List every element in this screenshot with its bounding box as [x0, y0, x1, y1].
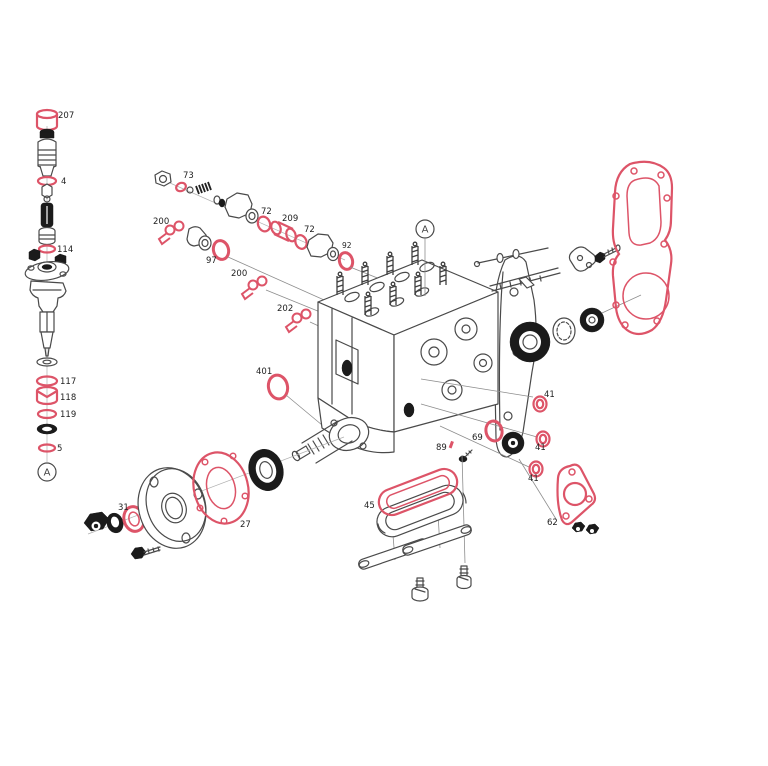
slotted-sleeve	[40, 202, 54, 228]
callout-209: 209	[282, 214, 298, 224]
retainer-bar-2	[402, 524, 472, 556]
oring-72b	[294, 234, 308, 250]
oring-92	[337, 251, 355, 271]
oring-97	[211, 239, 231, 261]
shim-119	[36, 408, 58, 420]
oring-401	[266, 373, 290, 401]
callout-200a: 200	[153, 217, 169, 227]
bearing-set	[509, 294, 642, 363]
screw-89	[458, 449, 473, 463]
callout-41a: 41	[544, 390, 555, 400]
nut-left	[28, 248, 41, 262]
flange-bolt	[130, 546, 161, 560]
banjo-bolt	[154, 170, 172, 187]
callout-117: 117	[60, 377, 76, 387]
screw-plug	[501, 431, 525, 455]
callout-118: 118	[60, 393, 76, 403]
nozzle-holder-lower	[29, 280, 67, 357]
marker-a-left: A	[37, 462, 57, 482]
oring-72a	[256, 215, 272, 233]
support-gasket-62	[518, 458, 600, 535]
lock-washer	[106, 512, 124, 534]
callout-119: 119	[60, 410, 76, 420]
callout-207: 207	[58, 111, 74, 121]
shaft-nut	[83, 511, 110, 532]
cover-gasket-45	[377, 467, 459, 517]
cam-housing	[317, 397, 395, 454]
injector-assembly: A	[24, 108, 70, 482]
wave-washer	[552, 317, 576, 345]
front-bearing	[248, 449, 284, 491]
valve-spring	[195, 181, 212, 195]
callout-114: 114	[57, 245, 73, 255]
lobed-gasket-27	[192, 451, 250, 525]
callout-72a: 72	[261, 207, 272, 217]
side-cover-assembly	[358, 454, 472, 602]
callout-92: 92	[342, 241, 352, 250]
holder-body	[37, 138, 57, 177]
callout-27: 27	[240, 520, 251, 530]
callout-69: 69	[472, 433, 483, 443]
mount-nut-2	[585, 523, 600, 535]
callout-72b: 72	[304, 225, 315, 235]
mount-nut-1	[571, 521, 586, 533]
cap-small-body	[39, 131, 55, 139]
overflow-valve-assembly	[158, 220, 352, 313]
oring-69	[484, 419, 504, 443]
bracket-bolt	[594, 244, 621, 264]
valve-piece	[41, 183, 53, 203]
callout-45: 45	[364, 501, 375, 511]
marker-a-top: A	[415, 219, 435, 296]
seal-73	[175, 181, 187, 193]
valve-holder-hex	[224, 192, 259, 224]
cup-118	[35, 385, 59, 406]
callout-200b: 200	[231, 269, 247, 279]
plug-and-bushing-set	[420, 378, 551, 478]
pin-89	[448, 440, 454, 449]
spring-retainer	[38, 226, 56, 246]
drive-flange	[137, 467, 207, 549]
callout-5: 5	[57, 444, 62, 454]
flange-plate	[24, 260, 70, 282]
valve-ball	[186, 186, 194, 194]
marker-a-left-text: A	[44, 468, 51, 479]
control-rack-assembly	[473, 244, 621, 292]
cover-bracket	[568, 246, 597, 272]
callout-89: 89	[436, 443, 447, 453]
overflow-valve	[186, 226, 212, 251]
cover-screw-1	[411, 577, 429, 602]
pump-body: A	[291, 219, 499, 464]
timing-cover-gasket	[609, 160, 674, 336]
shim-117	[35, 375, 59, 387]
callout-31: 31	[118, 503, 129, 513]
marker-a-top-text: A	[422, 225, 429, 236]
intermediate-washer	[36, 357, 58, 367]
round-nut	[579, 307, 605, 333]
side-cover	[376, 484, 464, 538]
washer-114	[37, 244, 57, 254]
fitting-hex-2	[306, 233, 340, 262]
callout-41c: 41	[528, 474, 539, 484]
callout-labels: 207 4 114 117 118 119 5 73 200 97 200 20…	[57, 111, 558, 530]
callout-73: 73	[183, 171, 194, 181]
side-bosses	[403, 317, 493, 418]
seal-5	[37, 443, 57, 453]
callout-97: 97	[206, 256, 217, 266]
callout-401: 401	[256, 367, 272, 377]
sleeve-209	[270, 220, 297, 243]
callout-62: 62	[547, 518, 558, 528]
cover-screw-2	[456, 565, 472, 590]
washer-dark	[218, 198, 226, 208]
callout-41b: 41	[535, 443, 546, 453]
drive-hub-assembly	[83, 436, 345, 560]
callout-4: 4	[61, 177, 66, 187]
callout-202: 202	[277, 304, 293, 314]
dark-ring	[36, 423, 58, 435]
clamp-200b	[241, 275, 268, 300]
